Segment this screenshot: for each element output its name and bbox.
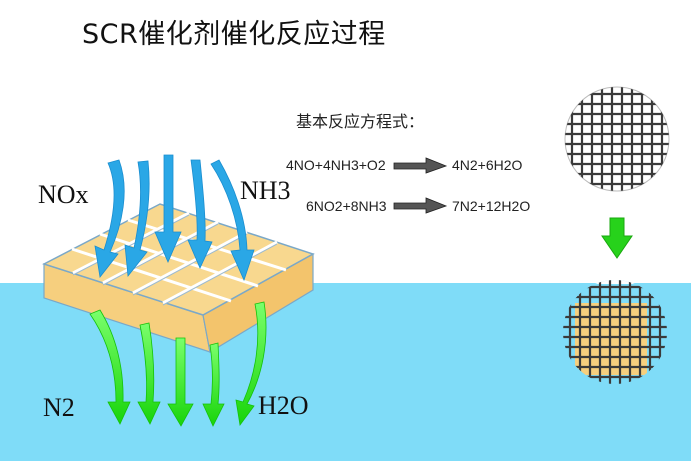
inlet-arrow [94,159,125,278]
inlet-gas-arrows [94,154,255,282]
equation-arrows [393,157,448,214]
inlet-arrow [210,159,255,282]
eq2-arrow [393,197,448,214]
equation-1-right: 4N2+6H2O [452,157,523,173]
outlet-arrow [137,322,161,425]
outlet-arrow [167,337,194,427]
inlet-arrow [187,159,213,269]
label-n2: N2 [43,393,75,422]
equation-2-left: 6NO2+8NH3 [306,198,387,214]
label-nh3: NH3 [240,176,291,205]
catalyst-block [42,203,315,353]
equations-heading: 基本反应方程式： [296,112,425,131]
catalyst-mesh-circle [564,86,670,192]
process-down-arrow [601,217,633,259]
inlet-arrow [154,154,182,264]
coated-mesh-circle [563,280,667,384]
eq1-arrow [393,157,448,174]
label-h2o: H2O [258,391,309,420]
outlet-arrow [202,342,225,427]
page-title: SCR催化剂催化反应过程 [82,19,386,50]
outlet-gas-arrows [89,301,267,427]
label-nox: NOx [38,180,89,209]
outlet-arrow [89,309,131,425]
equation-1-left: 4NO+4NH3+O2 [286,157,386,173]
equation-2-right: 7N2+12H2O [452,198,531,214]
outlet-arrow [235,301,267,427]
inlet-arrow [124,160,150,278]
